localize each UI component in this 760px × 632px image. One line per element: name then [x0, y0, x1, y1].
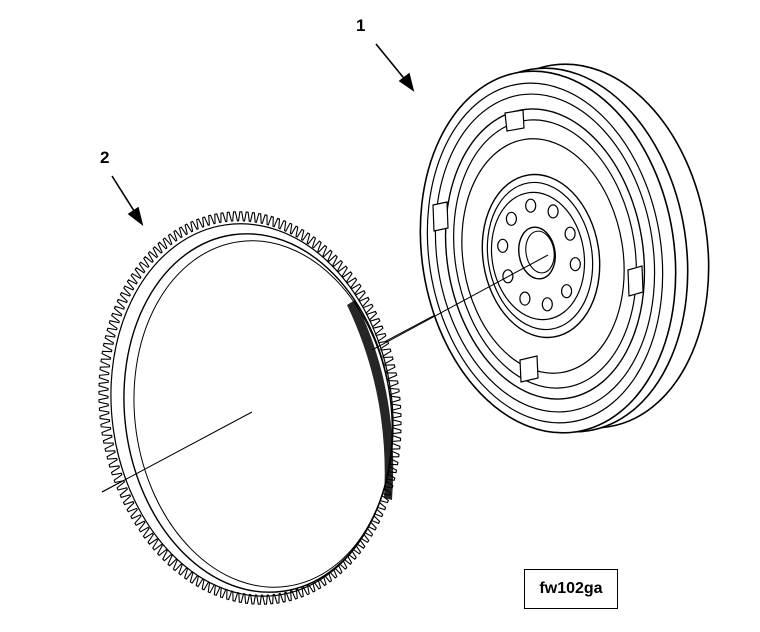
centerline-between: [371, 254, 549, 351]
bolt-hole: [547, 204, 559, 219]
ring-gear-root: [110, 223, 394, 597]
bolt-hole: [519, 291, 531, 306]
callout-label-2: 2: [100, 148, 110, 167]
ring-gear-inner-edge: [133, 240, 393, 588]
bolt-hole: [497, 238, 509, 253]
bolt-hole: [505, 211, 517, 226]
figure-id: fw102ga: [524, 569, 618, 609]
flywheel-bolt-holes: [497, 198, 581, 312]
bolt-hole: [525, 198, 537, 213]
callout-label-1: 1: [356, 16, 366, 35]
bolt-hole: [569, 257, 581, 272]
centerline-front: [101, 411, 253, 493]
ring-gear: [98, 211, 402, 605]
flywheel: [419, 63, 710, 434]
flywheel-drive-slots: [432, 109, 644, 383]
bolt-hole: [564, 226, 576, 241]
bolt-hole: [560, 284, 573, 299]
callout-2-leader: [111, 175, 144, 227]
callout-1-leader: [375, 43, 415, 92]
ring-gear-shading: [347, 300, 394, 500]
bolt-hole: [541, 297, 553, 312]
